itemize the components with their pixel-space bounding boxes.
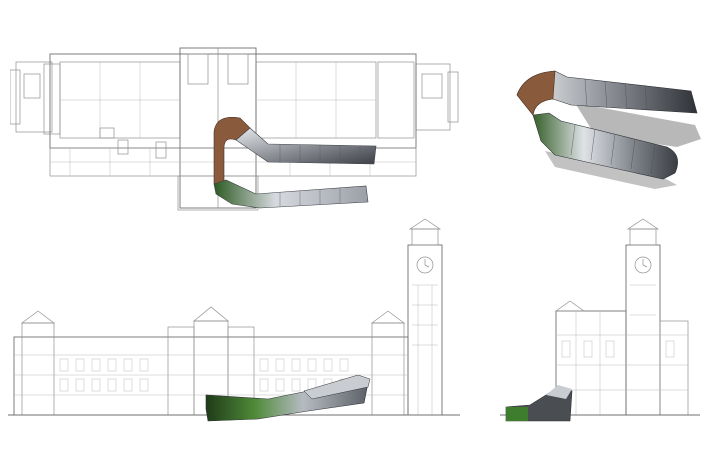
sculpture-isometric [516,70,701,189]
sculpture-side-overlay [505,385,573,422]
side-elevation-panel [500,215,700,427]
side-elevation-drawing [500,218,700,416]
front-elevation-panel [8,215,460,427]
sculpture-plan-overlay [213,117,377,209]
floor-plan-panel [10,44,462,216]
sculpture-elevation-overlay [205,374,371,422]
isometric-sculpture-panel [505,55,705,190]
